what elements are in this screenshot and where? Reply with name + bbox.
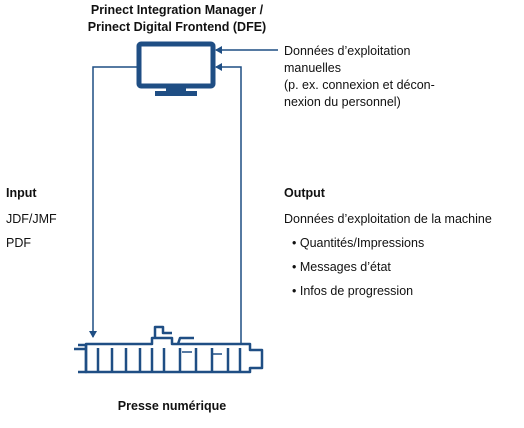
output-arrow [215, 63, 242, 343]
press-label: Presse numérique [117, 399, 227, 413]
output-bullet: • Infos de progression [292, 284, 414, 298]
output-bullet: • Messages d’état [292, 260, 391, 274]
top-title-line2: Prinect Digital Frontend (DFE) [87, 20, 267, 34]
manual-data-line3: (p. ex. connexion et décon- [284, 78, 435, 92]
output-subtitle: Données d’exploitation de la machine [284, 212, 492, 226]
input-item: PDF [6, 236, 31, 250]
manual-data-line2: manuelles [284, 61, 341, 75]
monitor-icon [136, 41, 216, 96]
connector-lines [89, 46, 278, 343]
input-item: JDF/JMF [6, 212, 57, 226]
digital-press-icon [74, 325, 264, 374]
top-title-line1: Prinect Integration Manager / [90, 3, 264, 17]
input-arrow [89, 66, 139, 338]
output-title: Output [284, 186, 325, 200]
manual-data-line4: nexion du personnel) [284, 95, 401, 109]
manual-data-line1: Données d’exploitation [284, 44, 411, 58]
input-title: Input [6, 186, 37, 200]
output-bullet: • Quantités/Impressions [292, 236, 425, 250]
